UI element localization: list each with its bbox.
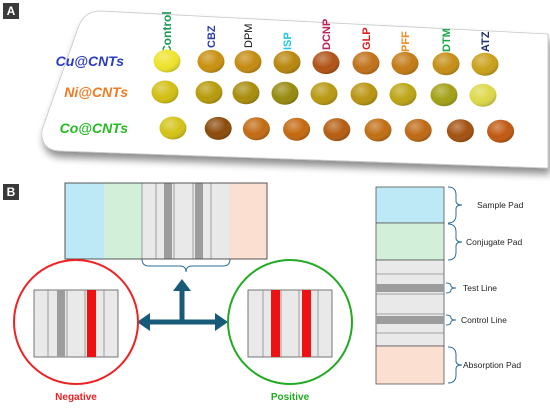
positive-result: Positive bbox=[227, 259, 353, 403]
column-label: GLP bbox=[361, 27, 373, 50]
well-shading bbox=[432, 52, 460, 76]
well-shading bbox=[389, 82, 417, 106]
top-strip-line-1 bbox=[164, 183, 172, 259]
well-shading bbox=[283, 117, 311, 141]
well-shading bbox=[273, 50, 301, 74]
sample-pad-brace bbox=[447, 186, 463, 224]
negative-result: Negative bbox=[13, 259, 139, 403]
top-strip-absorption-pad bbox=[230, 183, 267, 259]
vertical-strip-absorption-pad bbox=[375, 345, 445, 385]
column-label: ATZ bbox=[480, 31, 492, 52]
well-shading bbox=[197, 49, 225, 73]
vertical-test-strip bbox=[375, 186, 445, 385]
test-line-label: Test Line bbox=[463, 283, 497, 293]
column-label: DCNP bbox=[321, 19, 333, 50]
column-label: DTM bbox=[441, 28, 453, 52]
well-shading bbox=[364, 118, 392, 142]
well-shading bbox=[430, 83, 458, 107]
negative-control-line bbox=[57, 290, 65, 357]
well-shading bbox=[352, 51, 380, 75]
well-shading bbox=[404, 118, 432, 142]
top-strip-sample-pad bbox=[65, 183, 104, 259]
control-line-label: Control Line bbox=[461, 315, 507, 325]
negative-test-line bbox=[87, 290, 96, 357]
right-arrowhead bbox=[215, 313, 228, 331]
column-label: PFF bbox=[400, 31, 412, 52]
top-strip-line-2 bbox=[195, 183, 203, 259]
test-line-brace bbox=[445, 282, 457, 294]
column-label: ISP bbox=[282, 32, 294, 50]
column-label: Control bbox=[160, 11, 174, 54]
column-label-group: Control CBZ DPM ISP DCNP GLP PFF DTM ATZ bbox=[160, 11, 492, 54]
row-label: Cu@CNTs bbox=[56, 53, 125, 69]
vertical-strip-conjugate-pad bbox=[375, 222, 445, 261]
column-label: CBZ bbox=[206, 25, 218, 48]
well-shading bbox=[159, 116, 187, 140]
vertical-strip-test-line bbox=[376, 284, 444, 292]
vertical-strip-control-line bbox=[376, 316, 444, 324]
top-strip-membrane bbox=[142, 183, 230, 259]
well-shading bbox=[153, 49, 181, 73]
connector-arrows bbox=[137, 279, 228, 331]
up-arrowhead bbox=[173, 279, 191, 291]
absorption-pad-label: Absorption Pad bbox=[463, 360, 521, 370]
vertical-strip-sample-pad bbox=[375, 186, 445, 224]
well-shading bbox=[446, 119, 474, 143]
top-test-strip bbox=[64, 182, 268, 260]
well-shading bbox=[195, 80, 223, 104]
positive-strip bbox=[247, 289, 333, 358]
panel-b-label: B bbox=[3, 184, 19, 200]
positive-label: Positive bbox=[271, 392, 310, 403]
top-strip-outline bbox=[64, 182, 268, 260]
well-shading bbox=[469, 83, 497, 107]
well-shading bbox=[204, 116, 232, 140]
top-strip-conjugate-pad bbox=[104, 183, 142, 259]
negative-label: Negative bbox=[55, 392, 97, 403]
sample-pad-label: Sample Pad bbox=[477, 200, 524, 210]
left-arrowhead bbox=[137, 313, 150, 331]
absorption-pad-brace bbox=[447, 346, 463, 384]
top-strip-bracket bbox=[141, 258, 231, 273]
well-shading bbox=[312, 51, 340, 75]
negative-strip bbox=[33, 289, 119, 358]
well-shading bbox=[151, 80, 179, 104]
well-shading bbox=[391, 51, 419, 75]
control-line-brace bbox=[445, 314, 457, 326]
well-shading bbox=[323, 118, 351, 142]
well-shading bbox=[271, 81, 299, 105]
row-label: Co@CNTs bbox=[60, 120, 129, 136]
row-label: Ni@CNTs bbox=[64, 84, 128, 100]
well-shading bbox=[242, 117, 270, 141]
well-shading bbox=[232, 81, 260, 105]
panel-a-label: A bbox=[3, 3, 19, 19]
well-shading bbox=[471, 52, 499, 76]
positive-control-line bbox=[271, 290, 280, 357]
conjugate-pad-brace bbox=[447, 223, 463, 261]
well-shading bbox=[310, 82, 338, 106]
vertical-strip-annotations: Sample Pad Conjugate Pad Test Line Contr… bbox=[445, 186, 524, 384]
well-grid bbox=[151, 49, 515, 143]
well-shading bbox=[234, 50, 262, 74]
positive-test-line bbox=[302, 290, 311, 357]
well-shading bbox=[487, 119, 515, 143]
well-shading bbox=[350, 82, 378, 106]
column-label: DPM bbox=[243, 24, 255, 48]
conjugate-pad-label: Conjugate Pad bbox=[466, 237, 523, 247]
